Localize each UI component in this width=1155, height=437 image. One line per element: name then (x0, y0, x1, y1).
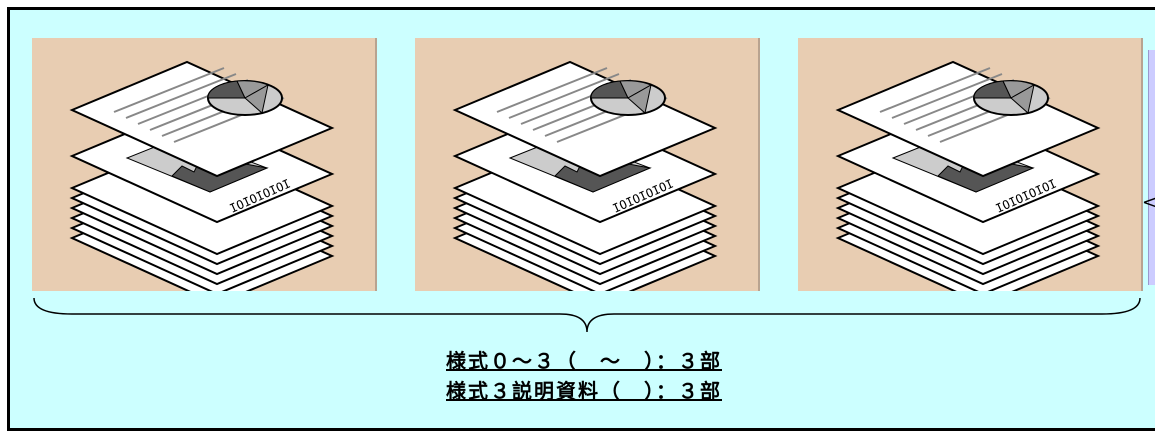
arrow-left-icon: < (1142, 194, 1155, 212)
curly-brace-icon (33, 297, 1141, 333)
caption-line-explanatory: 様式３説明資料（ ）：３部 (446, 379, 722, 403)
diagram-frame: IOIOIOIOI IOIOIOIOI IOIOIOIOI < 様式０～３（ ～… (7, 7, 1155, 431)
document-stack-icon: IOIOIOIOI (69, 60, 335, 291)
document-panel-2: IOIOIOIOI (415, 38, 758, 291)
side-callout-box (1148, 50, 1155, 285)
document-panel-3: IOIOIOIOI (798, 38, 1141, 291)
document-stack-icon: IOIOIOIOI (452, 60, 718, 291)
document-stack-icon: IOIOIOIOI (835, 60, 1101, 291)
caption-line-forms: 様式０～３（ ～ ）：３部 (446, 349, 722, 373)
document-panel-1: IOIOIOIOI (32, 38, 375, 291)
